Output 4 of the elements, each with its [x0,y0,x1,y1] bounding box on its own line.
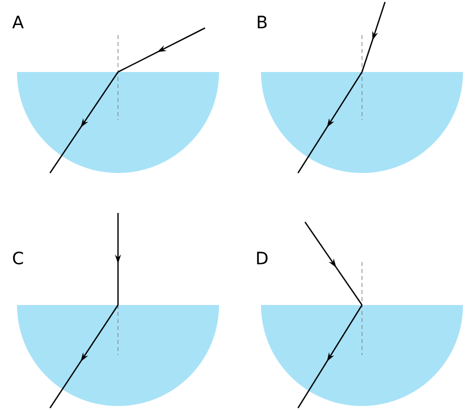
panel-letter: B [258,16,267,28]
panel-letter: A [12,16,24,28]
panel-letter: D [257,252,268,264]
panel-letter: C [13,252,24,264]
